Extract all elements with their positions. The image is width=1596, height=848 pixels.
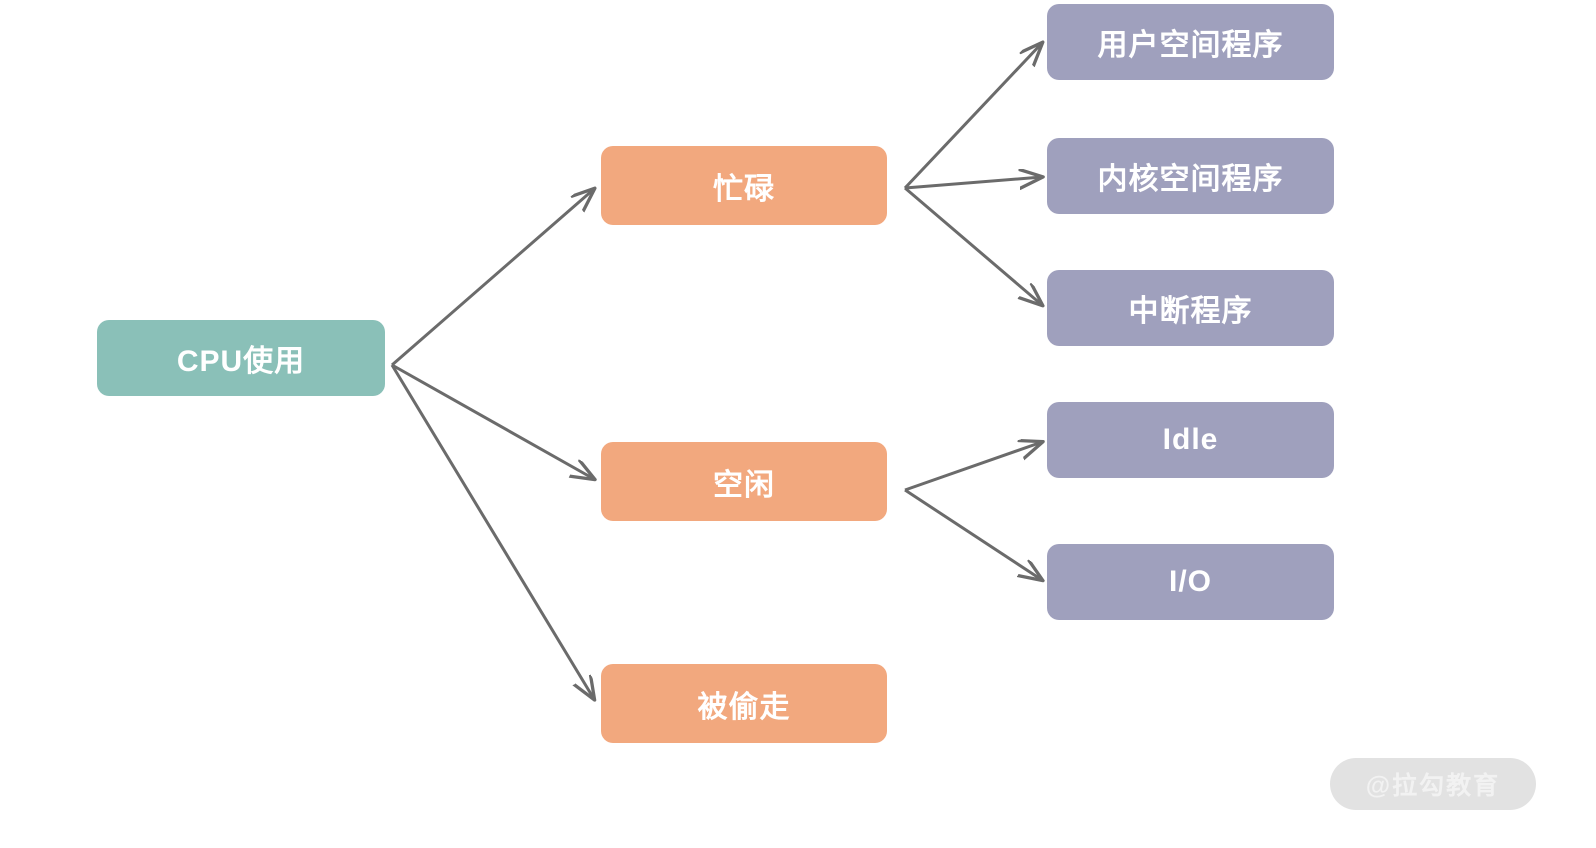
edge-busy-to-user-space <box>903 43 1042 190</box>
node-stolen-label: 被偷走 <box>697 690 791 724</box>
node-idle-label: Idle <box>1162 423 1219 456</box>
node-free-label: 空闲 <box>713 468 775 502</box>
edge-busy-to-interrupt <box>904 186 1042 305</box>
node-interrupt-program-label: 中断程序 <box>1128 295 1253 328</box>
node-idle[interactable]: Idle <box>1047 402 1334 478</box>
node-user-space-program[interactable]: 用户空间程序 <box>1047 4 1334 80</box>
node-stolen[interactable]: 被偷走 <box>601 664 887 743</box>
node-io[interactable]: I/O <box>1047 544 1334 620</box>
edge-idle-to-io <box>904 488 1042 580</box>
node-user-space-program-label: 用户空间程序 <box>1097 29 1284 62</box>
node-cpu-usage[interactable]: CPU使用 <box>97 320 385 396</box>
node-kernel-space-program[interactable]: 内核空间程序 <box>1047 138 1334 214</box>
node-cpu-usage-label: CPU使用 <box>176 345 306 378</box>
node-kernel-space-program-label: 内核空间程序 <box>1097 163 1284 196</box>
watermark-label: @拉勾教育 <box>1365 772 1501 800</box>
edge-root-to-idle <box>391 363 594 479</box>
node-busy-label: 忙碌 <box>713 172 775 206</box>
edge-root-to-busy <box>391 189 594 367</box>
node-busy[interactable]: 忙碌 <box>601 146 887 225</box>
edge-root-to-stolen <box>390 364 594 699</box>
node-free[interactable]: 空闲 <box>601 442 887 521</box>
watermark-badge: @拉勾教育 <box>1330 758 1536 810</box>
edge-idle-to-idle-state <box>904 442 1042 492</box>
edge-busy-to-kernel-space <box>904 177 1042 188</box>
node-io-label: I/O <box>1168 565 1212 598</box>
node-interrupt-program[interactable]: 中断程序 <box>1047 270 1334 346</box>
